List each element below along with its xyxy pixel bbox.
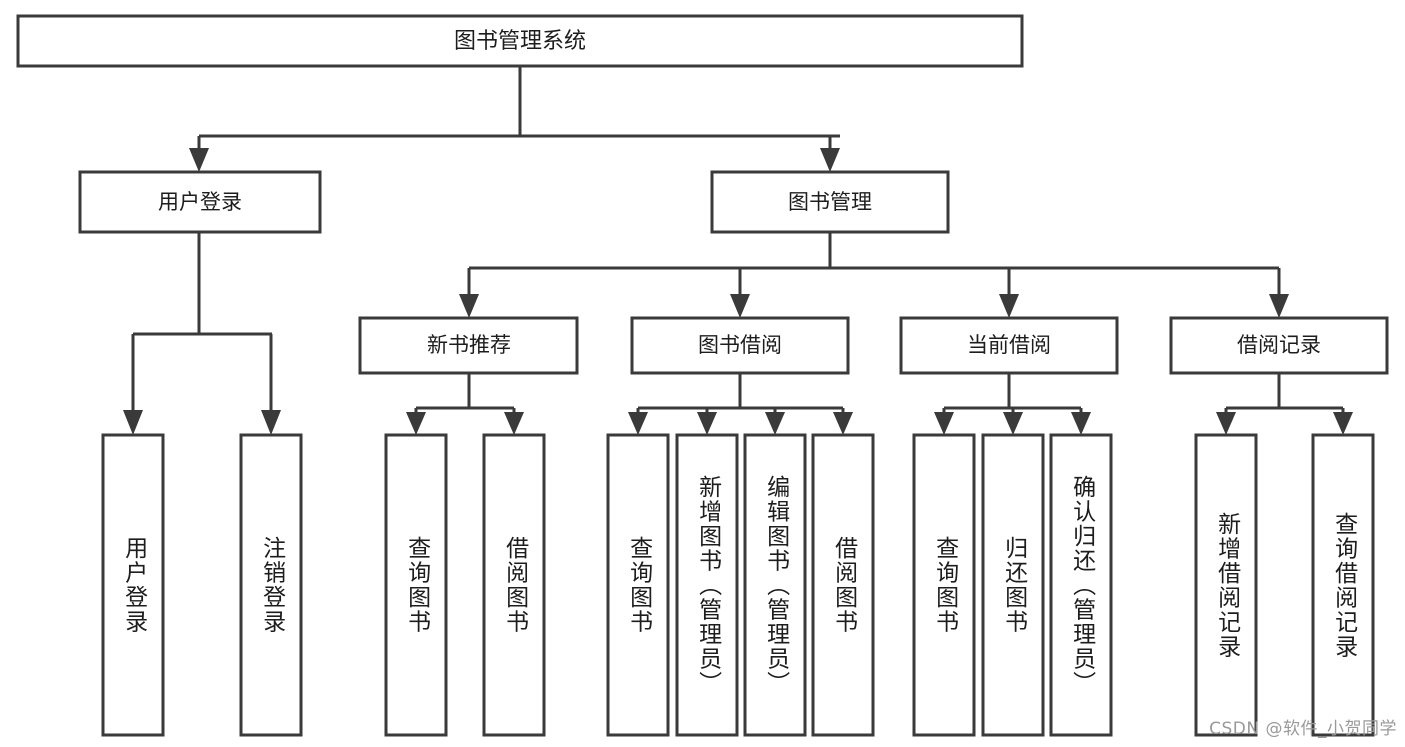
leaf-box[interactable]	[384, 433, 448, 737]
arrow-head-icon	[1269, 294, 1289, 318]
arrow-head-icon	[833, 412, 853, 435]
node-borrow-record-box	[1169, 316, 1389, 375]
node-new-book-recommend-box	[358, 316, 579, 375]
node-book-manage[interactable]: 图书管理	[710, 170, 950, 234]
connector-book-manage-to-level3	[459, 232, 1289, 318]
arrow-head-icon	[999, 294, 1019, 318]
arrow-head-icon	[934, 412, 954, 435]
arrow-head-icon	[504, 412, 524, 435]
leaf-box[interactable]	[981, 433, 1045, 737]
leaf-box[interactable]	[675, 433, 739, 737]
connector-current-borrow-to-leaves	[934, 373, 1091, 435]
arrow-head-icon	[1333, 412, 1353, 435]
node-book-borrow-box	[630, 316, 850, 375]
arrow-head-icon	[765, 412, 785, 435]
arrow-head-icon	[628, 412, 648, 435]
arrow-head-icon	[123, 410, 143, 435]
leaf-box[interactable]	[101, 433, 165, 737]
leaf-box[interactable]	[239, 433, 303, 737]
arrow-head-icon	[697, 412, 717, 435]
connector-user-login-to-leaves	[123, 232, 281, 435]
leaf-box[interactable]	[606, 433, 670, 737]
leaf-box[interactable]	[1194, 433, 1258, 737]
node-book-borrow[interactable]: 图书借阅	[630, 316, 850, 375]
node-borrow-record[interactable]: 借阅记录	[1169, 316, 1389, 375]
node-root[interactable]: 图书管理系统	[16, 14, 1024, 68]
leaf-box[interactable]	[1311, 433, 1375, 737]
arrow-head-icon	[730, 294, 750, 318]
leaf-box[interactable]	[743, 433, 807, 737]
node-book-manage-label: 图书管理	[788, 190, 872, 214]
arrow-head-icon	[459, 294, 479, 318]
node-new-book-recommend[interactable]: 新书推荐	[358, 316, 579, 375]
node-user-login-label: 用户登录	[158, 190, 242, 214]
node-borrow-record-label: 借阅记录	[1237, 333, 1321, 357]
connector-new-book-rec-to-leaves	[406, 373, 524, 435]
node-user-login-box	[78, 170, 322, 234]
arrow-head-icon	[261, 410, 281, 435]
node-book-borrow-label: 图书借阅	[698, 333, 782, 357]
arrow-head-icon	[1216, 412, 1236, 435]
node-current-borrow-label: 当前借阅	[967, 333, 1051, 357]
node-root-label: 图书管理系统	[454, 29, 586, 54]
node-current-borrow-box	[899, 316, 1119, 375]
arrow-head-icon	[1071, 412, 1091, 435]
leaf-box[interactable]	[811, 433, 875, 737]
arrow-head-icon	[406, 412, 426, 435]
leaf-box[interactable]	[482, 433, 546, 737]
leaf-box[interactable]	[1049, 433, 1113, 737]
arrow-head-icon	[189, 148, 209, 172]
node-user-login[interactable]: 用户登录	[78, 170, 322, 234]
watermark-text: CSDN @软件_小贺同学	[1209, 719, 1397, 739]
connector-borrow-record-to-leaves	[1216, 373, 1353, 435]
connector-book-borrow-to-leaves	[628, 373, 853, 435]
node-new-book-recommend-label: 新书推荐	[427, 333, 511, 357]
node-book-manage-box	[710, 170, 950, 234]
leaf-box[interactable]	[912, 433, 976, 737]
node-current-borrow[interactable]: 当前借阅	[899, 316, 1119, 375]
node-root-box	[16, 14, 1024, 68]
arrow-head-icon	[820, 148, 840, 172]
connector-root-to-level2	[189, 66, 840, 172]
arrow-head-icon	[1003, 412, 1023, 435]
